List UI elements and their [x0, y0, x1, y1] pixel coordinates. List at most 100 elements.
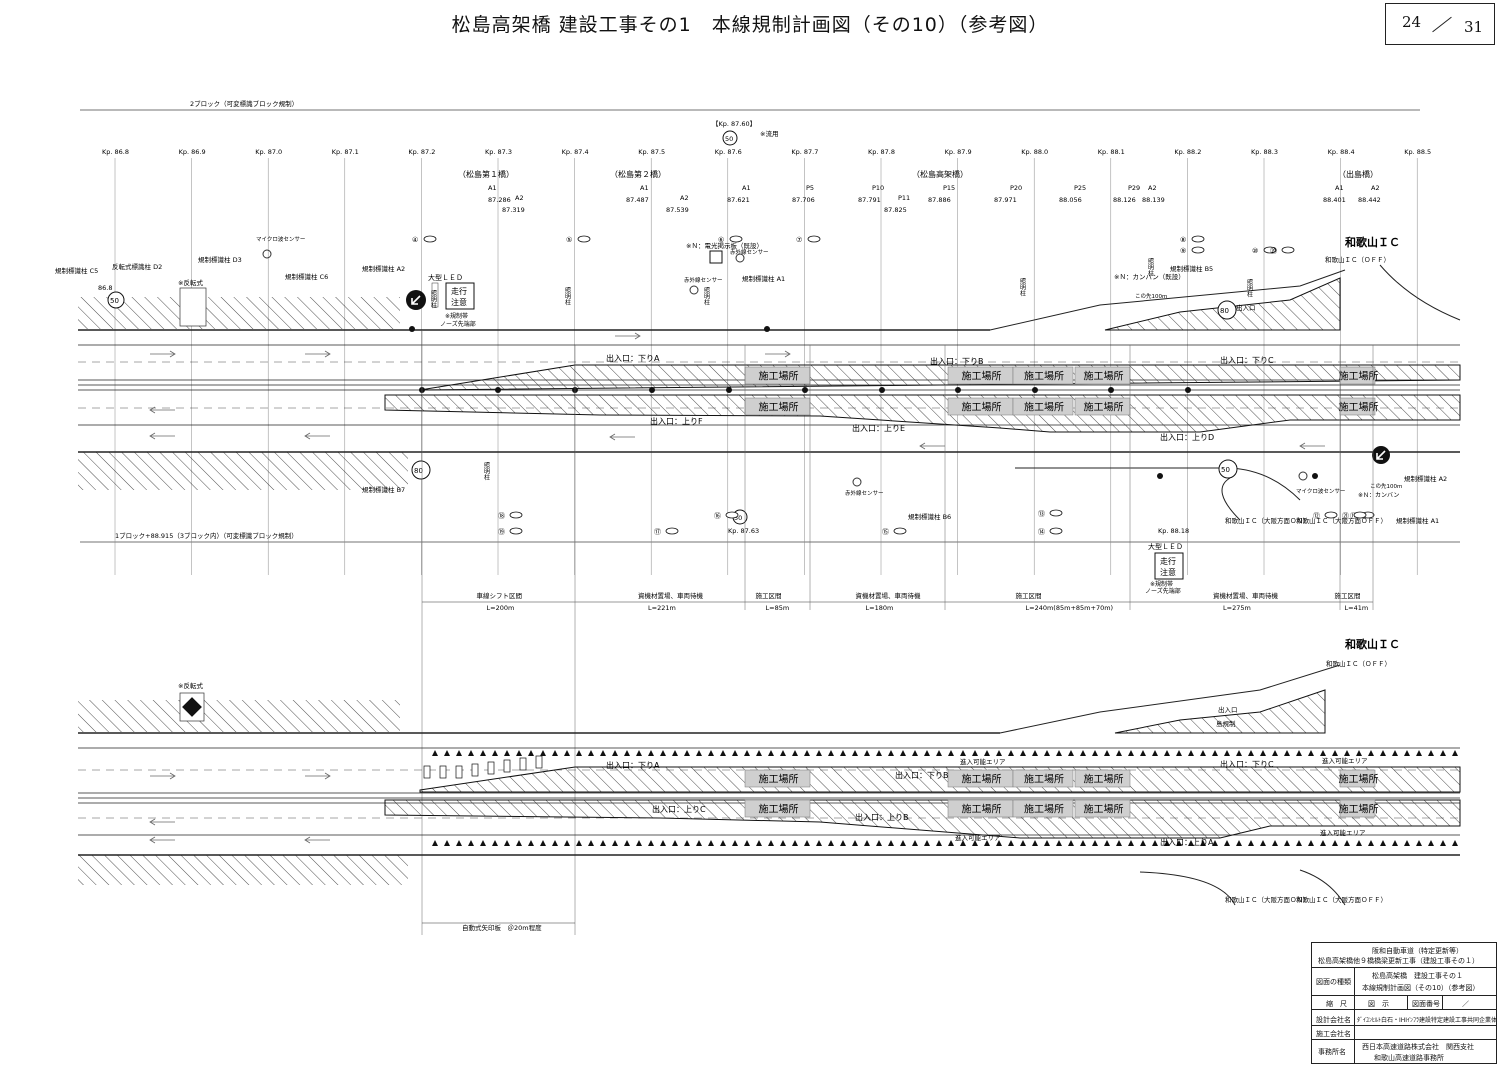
light-2: 照明柱	[564, 287, 571, 306]
circled-number: ⑪	[1350, 512, 1357, 520]
light-1: 照明柱	[430, 290, 437, 309]
kp-marker-label: Kp. 87.2	[408, 148, 435, 156]
light-4: 照明柱	[1019, 278, 1026, 297]
kp-marker-label: Kp. 88.3	[1251, 148, 1278, 156]
circled-number: ⑫	[1313, 512, 1320, 520]
pier-name: P10	[872, 184, 884, 192]
section-name: 車線シフト区間	[477, 591, 523, 600]
pier-name: P5	[806, 184, 814, 192]
island-label: 島規制	[1216, 719, 1236, 728]
kp-88-18: Kp. 88.18	[1158, 527, 1189, 535]
section-length: L=41m	[1345, 604, 1369, 612]
tb-kind-label: 図面の種類	[1316, 978, 1351, 986]
pier-name: P25	[1074, 184, 1086, 192]
sign-a1: 規制標識柱 A1	[742, 274, 785, 283]
traffic-arrows-upper	[149, 332, 1325, 450]
lane-up-d: 出入口：上りD	[1160, 432, 1214, 442]
pier-kp: 87.791	[858, 196, 881, 204]
tb-scale-val: 図 示	[1368, 1000, 1389, 1008]
camera-icon	[509, 511, 523, 519]
kp-top-box: 【Kp. 87.60】	[712, 120, 756, 128]
circled-number: ⑨	[1180, 247, 1186, 255]
drawing-title: 松島高架橋 建設工事その1 本線規制計画図（その10）（参考図）	[451, 14, 1049, 36]
arrow-icon	[1376, 450, 1386, 460]
section-length: L=275m	[1223, 604, 1251, 612]
section-name: 資機材置場、車両待機	[1213, 591, 1279, 600]
camera-icon	[1049, 527, 1063, 535]
pier-kp: 88.126	[1113, 196, 1136, 204]
work-zone-label: 施工場所	[759, 401, 799, 414]
up-lane-hatch	[384, 394, 1461, 433]
led-line2-lower: 注意	[1160, 567, 1176, 577]
ic-name-upper: 和歌山ＩＣ	[1345, 235, 1400, 249]
pier-name: A1	[640, 184, 649, 192]
work-zone	[1012, 366, 1074, 385]
camera-icon	[729, 235, 743, 243]
ic-name-lower: 和歌山ＩＣ	[1345, 637, 1400, 651]
pier-name: P29	[1128, 184, 1140, 192]
ic-on-lower: 和歌山ＩＣ（大阪方面ＯＮ）	[1225, 895, 1310, 904]
arrow-icon	[411, 295, 421, 305]
circled-number: ⑳	[1270, 247, 1277, 255]
arrow-boards	[423, 755, 543, 779]
tb-scale-label: 縮 尺	[1326, 1000, 1347, 1008]
note-n-sign1: ※Ｎ：電光掲示板（既設）	[686, 241, 763, 250]
work-zone-label: 施工場所	[759, 773, 799, 786]
tb-drawno-val: ／	[1462, 1000, 1469, 1008]
camera-icon	[665, 527, 679, 535]
led-sign-upper	[445, 282, 475, 310]
circled-number: ⑭	[1038, 528, 1045, 536]
circled-number: ⑥	[718, 236, 724, 244]
speed-5: 50	[734, 514, 742, 522]
work-zone-label: 施工場所	[1339, 803, 1379, 816]
section-name: 資機材置場、車両待機	[638, 591, 704, 600]
circled-number: ⑦	[796, 236, 802, 244]
speed-top: 50	[725, 135, 733, 143]
work-zone-label: 施工場所	[759, 370, 799, 383]
section-length: L=240m(85m+85m+70m)	[1026, 604, 1114, 612]
section-name: 施工区間	[1016, 591, 1042, 600]
enter-area-2: 進入可能エリア	[1322, 756, 1368, 765]
ic-on-upper: 和歌山ＩＣ（大阪方面ＯＮ）	[1225, 516, 1310, 525]
camera-icon	[893, 527, 907, 535]
speed-1: 50	[110, 297, 119, 305]
sensor-3: 赤外線センサー	[684, 276, 723, 284]
upper-pier-dots	[409, 326, 1318, 479]
sensor-5: マイクロ波センサー	[1296, 487, 1345, 495]
speed-sign-icon	[1217, 300, 1237, 320]
kp-marker-label: Kp. 87.3	[485, 148, 512, 156]
kp-marker-label: Kp. 87.8	[868, 148, 895, 156]
pier-kp: 87.886	[928, 196, 951, 204]
down-lane-hatch	[419, 364, 1461, 391]
light-3: 照明柱	[703, 287, 710, 306]
sign-a2-right: 規制標識柱 A2	[1404, 474, 1447, 483]
sign-note-100m-2: この先100m	[1370, 482, 1402, 490]
shoulder-hatch-lower-left	[78, 700, 400, 732]
led-note2-lower: ノーズ先端部	[1145, 587, 1181, 595]
camera-icon	[423, 235, 437, 243]
work-zone-label: 施工場所	[759, 803, 799, 816]
sensor-1: マイクロ波センサー	[256, 235, 305, 243]
circled-number: ⑲	[498, 528, 505, 536]
lighting-poles: 照明柱 照明柱 照明柱 照明柱 照明柱 照明柱 照明柱	[430, 258, 1253, 481]
pier-kp: 88.139	[1142, 196, 1165, 204]
lane-down-c: 出入口：下りC	[1220, 355, 1274, 365]
circled-number: ⑮	[882, 528, 889, 536]
pier-kp: 87.539	[666, 206, 689, 214]
sensor-2: 赤外線センサー	[730, 248, 769, 256]
pier-kp: 87.319	[502, 206, 525, 214]
camera-icon	[1263, 246, 1277, 254]
tb-line2: 松島高架橋他９橋橋梁更新工事（建設工事その１）	[1318, 957, 1479, 965]
light-5: 照明柱	[1147, 258, 1154, 277]
section-name: 資機材置場、車両待機	[856, 591, 922, 600]
work-zone	[744, 769, 811, 788]
led-note1-lower: ※規制帯	[1150, 580, 1173, 588]
sign-b5: 規制標識柱 B5	[1170, 264, 1213, 273]
circled-number: ⑩	[1252, 247, 1258, 255]
led-label-lower: 大型ＬＥＤ	[1148, 542, 1183, 551]
circled-number: ⑰	[654, 528, 661, 536]
reverse-note: ※反転式	[178, 278, 203, 287]
work-zone-label: 施工場所	[1024, 370, 1064, 383]
